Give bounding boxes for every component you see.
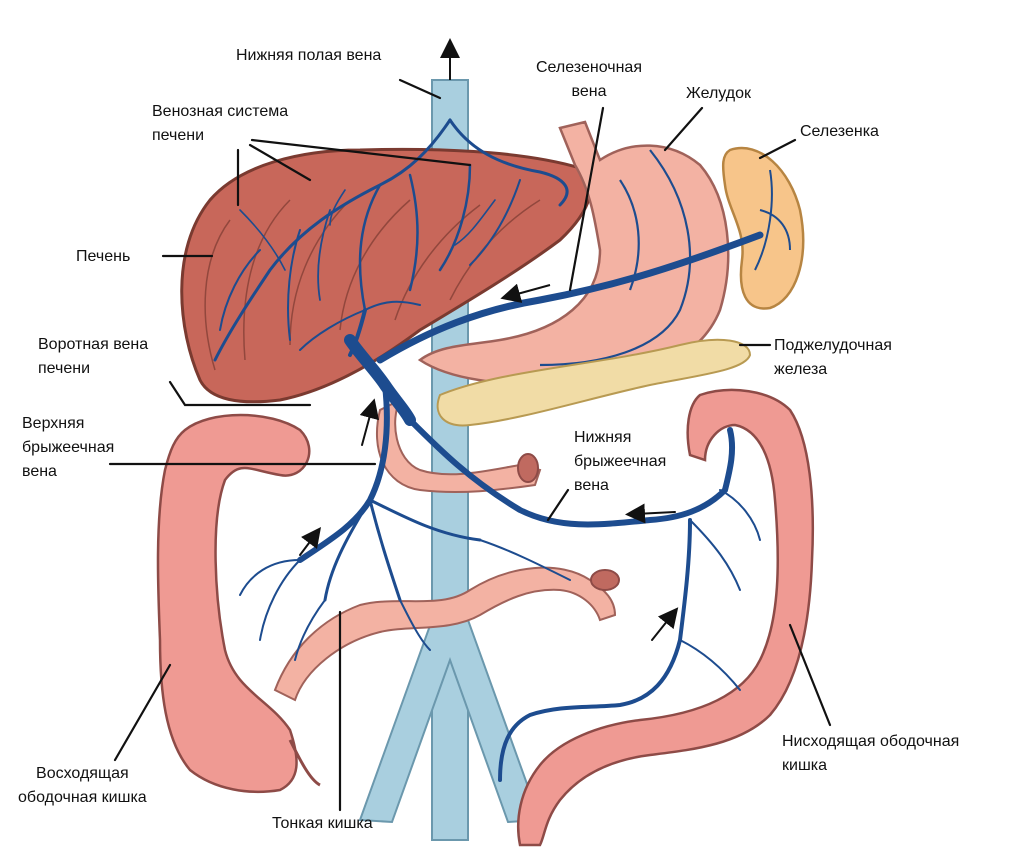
label-descending-colon: Нисходящая ободочная кишка <box>782 730 959 778</box>
label-liver: Печень <box>76 245 130 269</box>
label-spleen: Селезенка <box>800 120 879 144</box>
label-superior-mesenteric-vein: Верхняя брыжеечная вена <box>22 412 114 484</box>
label-hepatic-venous-system: Венозная система печени <box>152 100 288 148</box>
label-inferior-mesenteric-vein: Нижняя брыжеечная вена <box>574 426 666 498</box>
label-inferior-vena-cava: Нижняя полая вена <box>236 44 381 68</box>
spleen <box>723 148 803 308</box>
ascending-colon <box>158 415 320 792</box>
label-portal-vein: Воротная вена печени <box>38 333 148 381</box>
label-stomach: Желудок <box>686 82 751 106</box>
label-pancreas: Поджелудочная железа <box>774 334 892 382</box>
label-ascending-colon: Восходящая ободочная кишка <box>18 762 147 810</box>
label-small-intestine: Тонкая кишка <box>272 812 373 836</box>
label-splenic-vein: Селезеночная вена <box>536 56 642 104</box>
